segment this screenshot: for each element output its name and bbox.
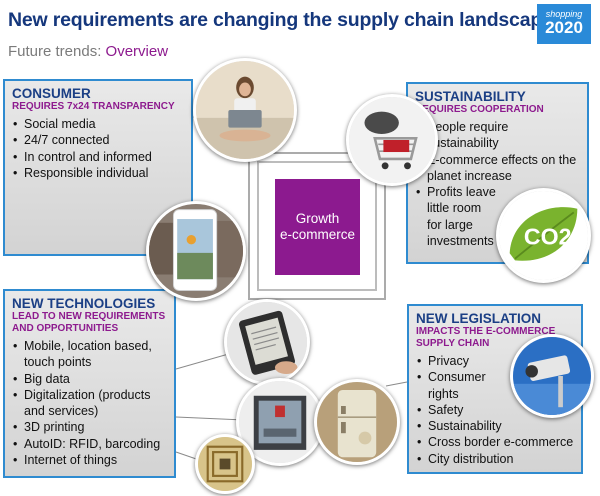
legislation-subheading: IMPACTS THE E-COMMERCE SUPPLY CHAIN <box>416 326 556 349</box>
list-item: Digitalization (products and services) <box>12 387 168 420</box>
sustainability-list: People require sustainability E-commerce… <box>415 119 581 249</box>
list-item: Cross border e-commerce <box>416 434 575 451</box>
logo-line2: 2020 <box>545 18 583 37</box>
list-item: Sustainability <box>416 418 575 435</box>
center-line2: e-commerce <box>279 227 355 242</box>
list-item: People require sustainability <box>415 119 545 152</box>
list-item: 24/7 connected <box>12 132 185 149</box>
consumer-list: Social media 24/7 connected In control a… <box>12 116 185 181</box>
logo-line1: shopping <box>545 9 583 19</box>
co2-leaf-icon: CO2 <box>496 188 591 283</box>
smartphone-map-icon <box>146 201 246 301</box>
list-item: Profits leave little room for large inve… <box>415 184 497 249</box>
subtitle-accent: Overview <box>105 43 169 60</box>
security-camera-icon <box>510 334 594 418</box>
technologies-subheading: LEAD TO NEW REQUIREMENTS AND OPPORTUNITI… <box>12 311 166 334</box>
list-item: 3D printing <box>12 419 168 436</box>
e-reader-icon <box>224 299 310 385</box>
list-item: Responsible individual <box>12 165 185 182</box>
technologies-list: Mobile, location based, touch points Big… <box>12 338 168 469</box>
list-item: Privacy <box>416 353 575 370</box>
list-item: Mobile, location based, touch points <box>12 338 168 371</box>
center-line1: Growth <box>295 211 340 226</box>
center-frame-outer <box>248 152 386 300</box>
list-item: E-commerce effects on the planet increas… <box>415 152 581 185</box>
list-item: Consumer rights <box>416 369 502 402</box>
page-subtitle: Future trends: Overview <box>8 43 168 60</box>
center-frame-inner <box>257 161 377 291</box>
list-item: Internet of things <box>12 452 168 469</box>
shopping-cart-mouse-icon <box>346 94 438 186</box>
legislation-list: Privacy Consumer rights Safety Sustainab… <box>416 353 575 467</box>
technologies-box: NEW TECHNOLOGIES LEAD TO NEW REQUIREMENT… <box>3 289 176 478</box>
woman-laptop-photo-icon <box>193 58 297 162</box>
list-item: Big data <box>12 371 168 388</box>
list-item: City distribution <box>416 451 575 468</box>
consumer-subheading: REQUIRES 7x24 TRANSPARENCY <box>12 101 175 112</box>
consumer-box: CONSUMER REQUIRES 7x24 TRANSPARENCY Soci… <box>3 79 193 256</box>
consumer-heading: CONSUMER <box>12 86 91 101</box>
list-item: Social media <box>12 116 185 133</box>
legislation-heading: NEW LEGISLATION <box>416 311 541 326</box>
shopping-2020-logo: shopping 2020 <box>537 4 591 44</box>
list-item: Safety <box>416 402 575 419</box>
list-item: AutoID: RFID, barcoding <box>12 436 168 453</box>
rfid-chip-icon <box>195 434 255 494</box>
old-fridge-icon <box>314 379 400 465</box>
technologies-heading: NEW TECHNOLOGIES <box>12 296 156 311</box>
subtitle-prefix: Future trends: <box>8 43 106 60</box>
sustainability-heading: SUSTAINABILITY <box>415 89 526 104</box>
list-item: In control and informed <box>12 149 185 166</box>
sustainability-subheading: REQUIRES COOPERATION <box>415 104 544 115</box>
co2-label: CO2 <box>524 223 572 249</box>
growth-ecommerce-block: Growth e-commerce <box>275 179 360 275</box>
page-title: New requirements are changing the supply… <box>8 9 553 31</box>
